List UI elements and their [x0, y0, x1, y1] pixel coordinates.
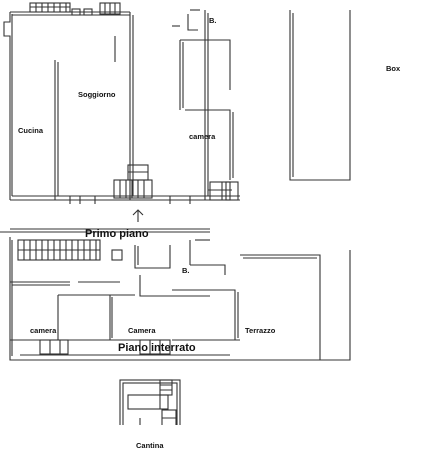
room-label-soggiorno: Soggiorno — [78, 90, 116, 99]
ground-floor-walls — [3, 2, 351, 222]
room-label-bagno-primo: B. — [182, 266, 190, 275]
floor-title-primo-piano: Primo piano — [85, 228, 149, 240]
basement-walls — [119, 379, 181, 425]
first-floor-walls — [0, 228, 351, 361]
room-label-cantina: Cantina — [136, 441, 164, 450]
room-label-camera: camera — [189, 132, 216, 141]
room-label-bagno: B. — [209, 16, 217, 25]
room-label-cucina: Cucina — [18, 126, 44, 135]
floor-plan-drawing — [0, 2, 351, 425]
room-label-camera-primo-left: camera — [30, 326, 57, 335]
floor-title-piano-interrato: Piano interrato — [118, 342, 196, 354]
room-label-terrazzo: Terrazzo — [245, 326, 276, 335]
room-label-camera-primo-right: Camera — [128, 326, 156, 335]
room-label-box: Box — [386, 64, 401, 73]
